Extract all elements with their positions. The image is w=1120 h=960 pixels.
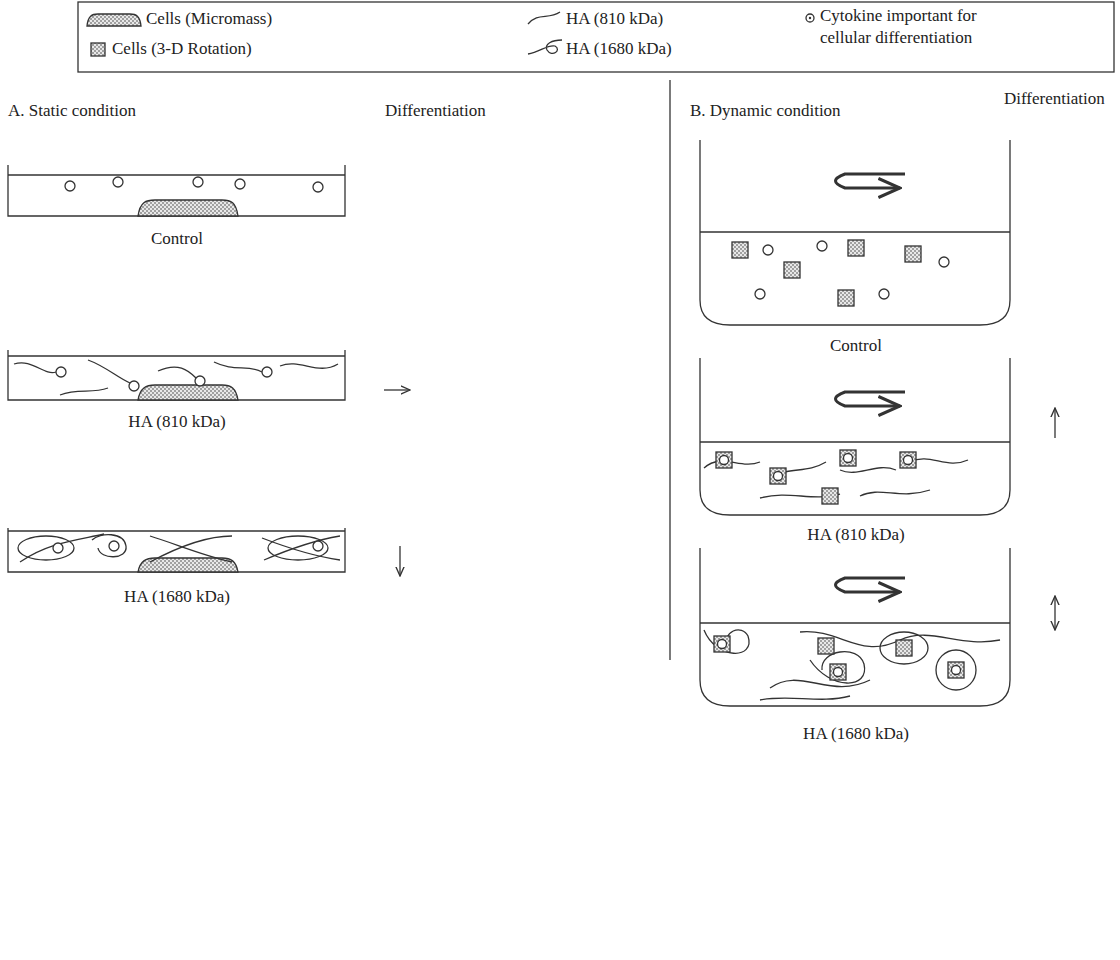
- culture-vessel: HA (1680 kDa): [698, 543, 1014, 745]
- legend-text: Cytokine important for cellular differen…: [820, 5, 1020, 49]
- legend-frame: [78, 2, 1114, 72]
- panel-label-holder: Differentiation: [385, 100, 486, 122]
- panel-label: B. Dynamic condition: [690, 100, 841, 122]
- static-ha810-well: [8, 350, 410, 400]
- legend-text: HA (810 kDa): [566, 8, 663, 30]
- dynamic-ha810-tube: [700, 358, 1055, 515]
- dynamic-control-tube: [700, 140, 1010, 325]
- ha-1680-sample: [528, 40, 562, 54]
- legend-text-holder: Cells (Micromass): [146, 8, 272, 30]
- panel-label: Differentiation: [1004, 88, 1105, 110]
- legend-text: HA (1680 kDa): [566, 38, 672, 60]
- culture-vessel: Control: [6, 160, 348, 250]
- legend-text-holder: Cells (3-D Rotation): [112, 38, 252, 60]
- vessel-caption: Control: [830, 335, 882, 357]
- vessel-caption: HA (810 kDa): [807, 524, 904, 546]
- panel-label-holder: Differentiation: [1004, 88, 1105, 110]
- rotation-cells-sample: [91, 43, 105, 56]
- vessel-caption: HA (810 kDa): [128, 411, 225, 433]
- legend-text-holder: HA (810 kDa): [566, 8, 663, 30]
- micromass-sample: [87, 14, 141, 26]
- culture-vessel: HA (1680 kDa): [6, 520, 348, 608]
- panel-label-holder: B. Dynamic condition: [690, 100, 841, 122]
- static-ha1680-well: [8, 528, 400, 576]
- static-control-well: [8, 165, 345, 216]
- dynamic-ha1680-tube: [700, 548, 1055, 706]
- ha-810-sample: [528, 12, 560, 24]
- culture-vessel: HA (810 kDa): [698, 352, 1014, 546]
- panel-label-holder: A. Static condition: [8, 100, 136, 122]
- legend-text: Cells (3-D Rotation): [112, 38, 252, 60]
- legend-text-holder: HA (1680 kDa): [566, 38, 672, 60]
- legend-text-holder: Cytokine important for cellular differen…: [820, 5, 1020, 49]
- legend-text: Cells (Micromass): [146, 8, 272, 30]
- culture-vessel: HA (810 kDa): [6, 340, 348, 433]
- vessel-caption: Control: [151, 228, 203, 250]
- vessel-caption: HA (1680 kDa): [124, 586, 230, 608]
- culture-vessel: Control: [698, 135, 1014, 357]
- panel-label: Differentiation: [385, 100, 486, 122]
- panel-label: A. Static condition: [8, 100, 136, 122]
- panel-divider: [669, 80, 670, 660]
- vessel-caption: HA (1680 kDa): [803, 723, 909, 745]
- cytokine-sample: [806, 14, 814, 22]
